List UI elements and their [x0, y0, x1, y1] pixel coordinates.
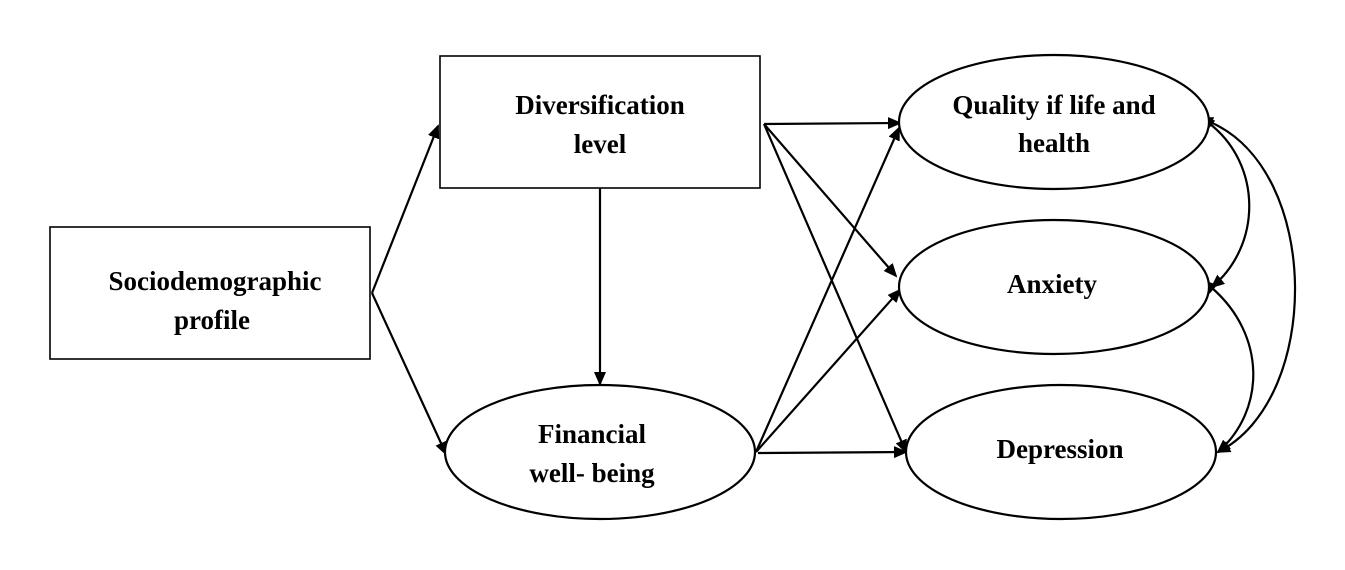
edge-financial-to-depression [757, 446, 908, 459]
node-anxiety: Anxiety [897, 218, 1211, 356]
node-quality: Quality if life and health [897, 53, 1211, 191]
correlation-anxiety-depression [1202, 280, 1255, 454]
node-diversification-label-line2: level [574, 129, 627, 159]
edge-sociodemographic-to-diversification [370, 124, 440, 294]
node-quality-label-line2: health [1018, 128, 1090, 158]
node-sociodemographic-label-line2: profile [174, 305, 250, 335]
correlation-quality-anxiety [1200, 116, 1251, 289]
node-financial-label-line2: well- being [529, 458, 655, 488]
node-sociodemographic-label-line1: Sociodemographic [109, 266, 322, 296]
node-quality-label-line1: Quality if life and [952, 90, 1155, 120]
edge-sociodemographic-to-financial [371, 292, 447, 456]
node-diversification-label-line1: Diversification [515, 90, 684, 120]
edge-diversification-to-depression [762, 123, 908, 454]
edge-diversification-to-quality [763, 117, 902, 130]
edge-financial-to-anxiety [755, 288, 902, 453]
node-sociodemographic: Sociodemographic profile [49, 226, 371, 360]
correlation-quality-depression [1198, 117, 1297, 453]
node-depression: Depression [904, 383, 1218, 521]
edges [370, 116, 1297, 459]
node-anxiety-label: Anxiety [1007, 269, 1097, 299]
node-financial: Financial well- being [443, 383, 757, 521]
edge-diversification-to-anxiety [763, 123, 898, 278]
node-depression-label: Depression [996, 434, 1123, 464]
node-financial-label-line1: Financial [538, 419, 647, 449]
edge-financial-to-quality [754, 126, 901, 453]
node-diversification: Diversification level [439, 55, 761, 189]
